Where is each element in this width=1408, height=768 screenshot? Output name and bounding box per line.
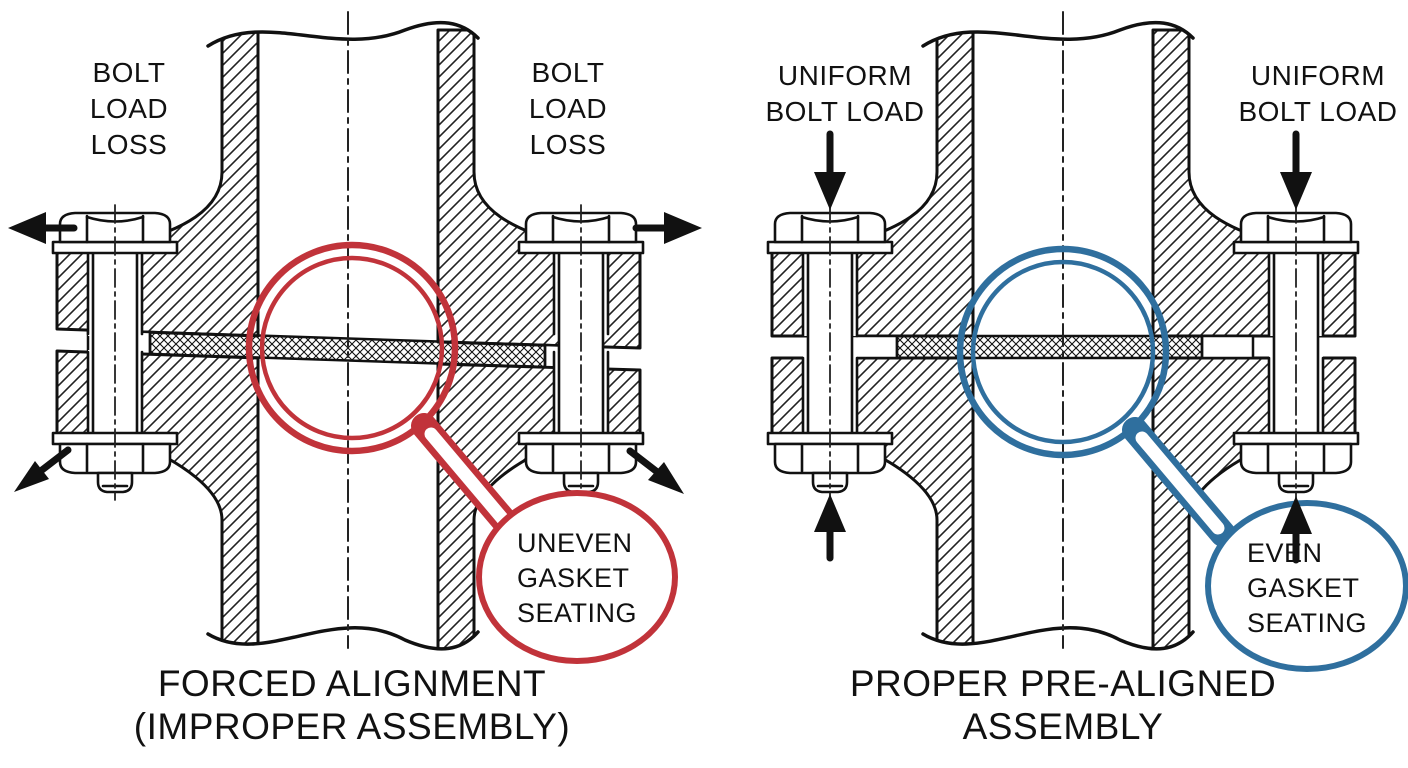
bolt-left [766,204,894,501]
gasket-section [895,334,1204,360]
uneven-gasket-seating-callout: UNEVEN GASKET SEATING [517,528,638,628]
gasket-even [843,334,1255,360]
arrow-down-right [1280,130,1312,210]
pipe-break-lines [921,0,1195,768]
callout-bubble [1205,500,1408,672]
bolt-right [1232,204,1360,501]
arrow-down-left [814,130,846,210]
magnifier-icon [245,241,678,664]
magnifier-icon [956,245,1408,672]
arrow-bottom-left [14,446,72,492]
bolt-load-loss-arrows [8,212,702,494]
arrow-bottom-right [626,447,684,494]
uniform-bolt-load-label-left: UNIFORM BOLT LOAD [765,60,925,127]
proper-assembly-caption: PROPER PRE-ALIGNED ASSEMBLY [849,663,1277,747]
arrow-up-right [1280,496,1312,564]
uniform-bolt-load-label-right: UNIFORM BOLT LOAD [1238,60,1398,127]
callout-bubble [476,490,678,664]
pipe-break-lines [206,0,480,768]
improper-assembly-caption: FORCED ALIGNMENT (IMPROPER ASSEMBLY) [133,663,571,747]
bolt-right [517,204,645,501]
arrow-top-right [632,212,702,244]
bolt-load-loss-label-left: BOLT LOAD LOSS [89,57,169,160]
bolt-left [51,204,179,501]
even-gasket-seating-callout: EVEN GASKET SEATING [1247,538,1368,638]
arrow-up-left [814,494,846,562]
bolt-load-loss-label-right: BOLT LOAD LOSS [528,57,608,160]
improper-assembly-figure [8,0,702,768]
uniform-bolt-load-arrows [814,130,1312,564]
arrow-top-left [8,212,78,244]
proper-assembly-figure [766,0,1408,768]
